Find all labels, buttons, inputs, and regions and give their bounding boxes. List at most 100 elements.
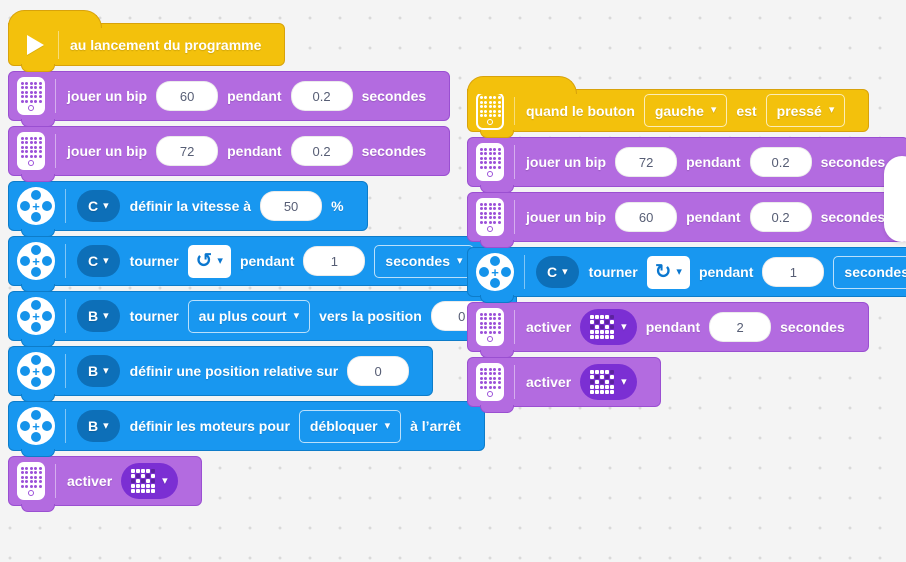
icon-divider [65,409,66,443]
port-dropdown[interactable]: C▾ [536,256,579,288]
hub-icon [476,143,504,181]
stop-mode-dropdown[interactable]: débloquer▾ [298,409,402,443]
led-cell [595,380,600,384]
block-label: secondes [820,209,886,225]
matrix-dropdown[interactable]: ▾ [121,463,178,499]
matrix-dropdown[interactable]: ▾ [580,309,637,345]
position-input[interactable]: 0 [347,356,410,386]
led-cell [146,479,151,483]
block-turn-on-matrix[interactable]: activer▾ [8,456,202,512]
motor-hole [31,190,41,200]
hub-button-icon [28,104,34,111]
button-state-dropdown[interactable]: pressé▾ [765,94,846,127]
unit-dropdown[interactable]: secondes▾ [374,244,474,278]
unit-dropdown[interactable]: secondes▾ [833,255,906,289]
rotation-direction-dropdown[interactable]: ↻▾ [646,255,690,289]
led-cell [151,474,156,478]
hat-when-program-starts[interactable]: au lancement du programme [8,10,286,72]
led-cell [595,315,600,319]
led-cell [610,330,615,334]
led-cell [136,479,141,483]
led-cell [600,320,605,324]
led-cell [600,370,605,374]
rotate-clockwise-icon: ↻ [654,261,672,283]
hub-button-icon [28,159,34,166]
chevron-down-icon: ▾ [103,309,109,322]
port-dropdown[interactable]: C▾ [77,245,120,277]
port-dropdown[interactable]: B▾ [77,300,120,332]
connector-tab [480,405,514,413]
led-cell [141,479,146,483]
button-side-dropdown[interactable]: gauche▾ [643,94,728,127]
beep-pitch-input[interactable]: 60 [615,202,678,232]
led-cell [605,315,610,319]
duration-input[interactable]: 1 [762,257,825,287]
beep-pitch-input[interactable]: 72 [156,136,219,166]
led-cell [610,325,615,329]
led-cell [131,479,136,483]
block-label: jouer un bip [526,209,607,225]
duration-input[interactable]: 0.2 [749,202,812,232]
hub-icon [476,91,504,130]
block-label: activer [526,319,572,335]
motor-hole [31,322,41,332]
chevron-down-icon: ▾ [162,474,168,487]
hub-icon [17,77,45,115]
chevron-down-icon: ▾ [457,254,463,267]
port-dropdown[interactable]: C▾ [77,190,120,222]
icon-divider [65,244,66,278]
duration-input[interactable]: 0.2 [749,147,812,177]
chevron-down-icon: ▾ [217,254,223,267]
block-label: activer [526,374,572,390]
rotation-direction-dropdown[interactable]: ↺▾ [187,244,231,278]
hub-button-icon [487,390,493,397]
led-cell [600,325,605,329]
led-cell [605,330,610,334]
dropdown-value: C [88,253,99,269]
led-matrix-preview [131,469,156,493]
duration-input[interactable]: 0.2 [290,136,353,166]
motor-plus: + [32,198,40,214]
floating-side-control[interactable] [884,156,906,242]
hub-button-icon [487,170,493,177]
beep-pitch-input[interactable]: 72 [615,147,678,177]
duration-input[interactable]: 0.2 [290,81,353,111]
direction-option-dropdown[interactable]: au plus court▾ [187,299,311,333]
hub-led-dots [479,367,501,389]
block-label: quand le bouton [526,102,635,119]
beep-pitch-input[interactable]: 60 [156,81,219,111]
motor-plus: + [32,363,40,379]
motor-plus: + [32,418,40,434]
led-cell [595,335,600,339]
port-dropdown[interactable]: B▾ [77,410,120,442]
speed-input[interactable]: 50 [260,191,323,221]
led-cell [600,380,605,384]
chevron-down-icon: ▾ [103,419,109,432]
led-cell [590,325,595,329]
duration-input[interactable]: 1 [303,246,366,276]
led-matrix-preview [590,315,615,339]
led-cell [610,390,615,394]
icon-divider [65,354,66,388]
led-cell [605,375,610,379]
led-cell [605,380,610,384]
matrix-dropdown[interactable]: ▾ [580,364,637,400]
duration-input[interactable]: 2 [709,312,772,342]
block-turn-on-matrix[interactable]: activer ▾ [467,357,661,413]
block-label: jouer un bip [67,88,148,104]
port-dropdown[interactable]: B▾ [77,355,120,387]
